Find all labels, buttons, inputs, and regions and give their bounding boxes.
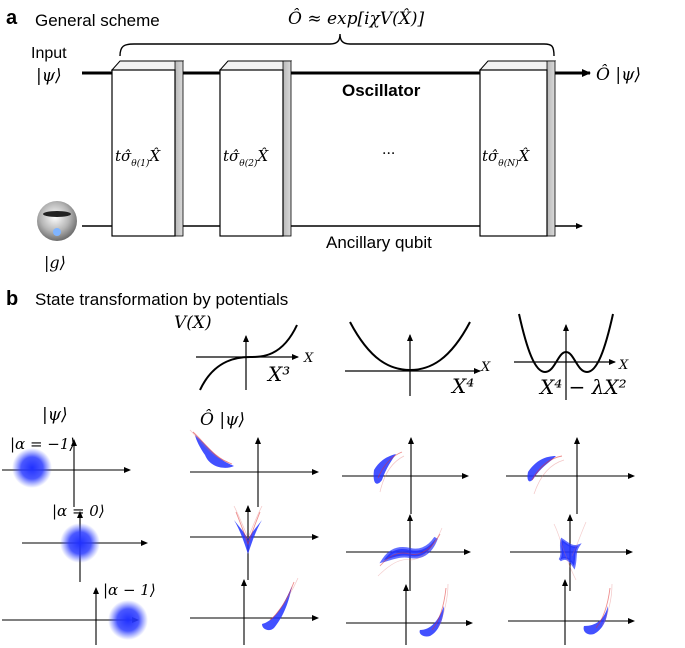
row-2-state-label: |α = 0⟩ xyxy=(52,502,105,520)
gate-1-label: tσ̂θ(1)X̂ xyxy=(115,147,161,169)
potential-plot-double-well xyxy=(514,313,616,400)
ancilla-label: Ancillary qubit xyxy=(326,233,432,252)
phase-plot-r1-input xyxy=(2,439,131,507)
col-header-output: Ô |ψ⟩ xyxy=(200,409,245,430)
qubit-icon xyxy=(37,201,77,241)
gate-ellipsis: ··· xyxy=(382,146,395,162)
phase-plot-r3-quartic xyxy=(346,583,473,645)
potential-2-x-axis: X xyxy=(480,360,491,375)
gate-box-2 xyxy=(218,60,293,237)
panel-a-title: General scheme xyxy=(35,11,160,30)
gate-box-n xyxy=(478,60,557,237)
phase-plot-r3-double-well xyxy=(508,579,635,645)
phase-plot-r2-quartic xyxy=(346,514,471,591)
gate-2-label: tσ̂θ(2)X̂ xyxy=(223,147,269,169)
phase-plot-r2-input xyxy=(22,511,148,582)
phase-plot-r3-cubic xyxy=(190,577,319,645)
potential-1-x-axis: X xyxy=(303,351,314,366)
output-state: Ô |ψ⟩ xyxy=(596,64,641,85)
gate-n-label: tσ̂θ(N)X̂ xyxy=(482,147,531,169)
phase-plot-r1-double-well xyxy=(506,437,635,514)
phase-plot-r1-quartic xyxy=(342,437,469,514)
oscillator-label: Oscillator xyxy=(342,81,421,100)
gate-brace xyxy=(119,33,555,57)
potential-2-formula: X⁴ xyxy=(450,374,474,398)
potential-axis-label: V(X) xyxy=(174,313,212,333)
input-state: |ψ⟩ xyxy=(36,66,62,86)
potential-plot-quartic xyxy=(345,321,481,396)
row-3-state-label: |α − 1⟩ xyxy=(103,581,156,599)
potential-plot-cubic xyxy=(196,324,299,391)
phase-plot-r2-double-well xyxy=(510,514,633,591)
panel-a-label: a xyxy=(6,7,18,29)
phase-plot-r2-cubic xyxy=(190,505,319,580)
phase-plot-r3-input xyxy=(2,587,148,645)
operator-formula: Ô ≈ exp[iχV(X̂)] xyxy=(288,8,425,29)
row-1-state-label: |α = −1⟩ xyxy=(10,435,75,453)
panel-b-title: State transformation by potentials xyxy=(35,290,288,309)
potential-3-x-axis: X xyxy=(618,358,629,373)
potential-3-formula: X⁴ − λX² xyxy=(538,375,627,399)
col-header-input: |ψ⟩ xyxy=(42,405,68,425)
input-label: Input xyxy=(31,45,67,62)
gate-box-1 xyxy=(110,60,185,237)
panel-b-label: b xyxy=(6,288,18,310)
ground-state-label: |g⟩ xyxy=(44,253,66,272)
phase-plot-r1-cubic xyxy=(189,429,319,507)
potential-1-formula: X³ xyxy=(266,362,290,386)
